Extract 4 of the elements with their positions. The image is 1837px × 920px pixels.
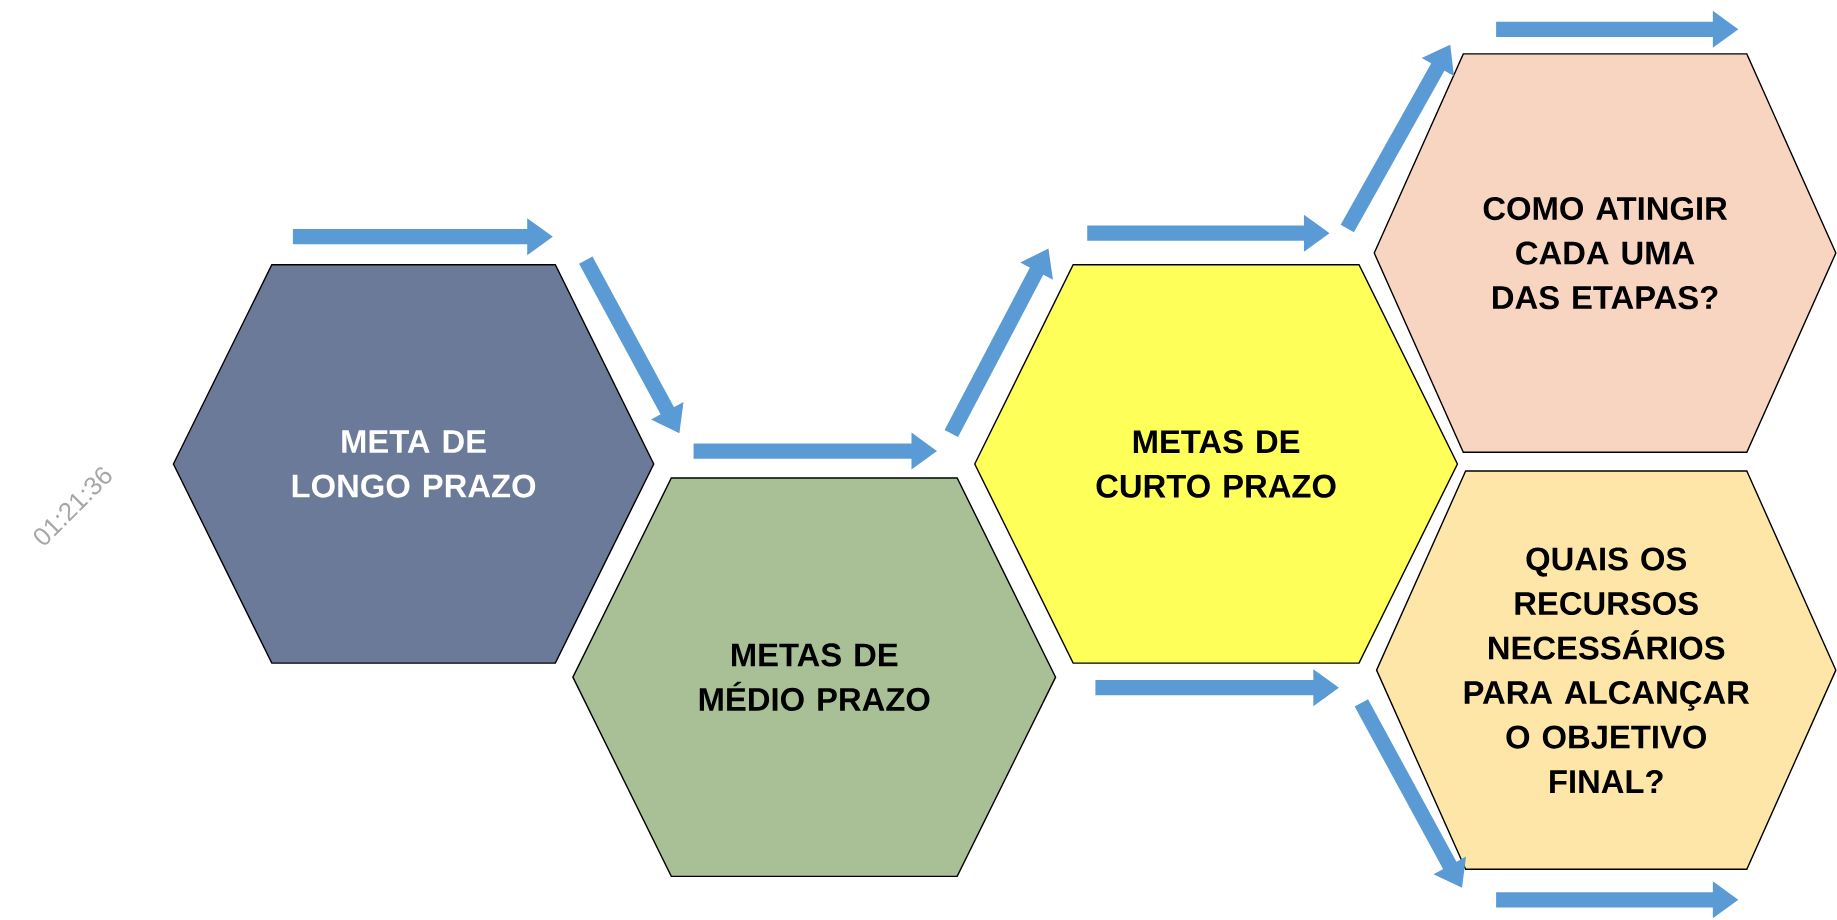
hexagon: METAS DE MÉDIO PRAZO [572, 477, 1057, 878]
hexagon: META DE LONGO PRAZO [172, 264, 655, 664]
hexagon: COMO ATINGIR CADA UMA DAS ETAPAS? [1373, 53, 1837, 454]
hexagon: QUAIS OS RECURSOS NECESSÁRIOS PARA ALCANÇAR O OBJETIVO FINAL? [1375, 470, 1837, 871]
